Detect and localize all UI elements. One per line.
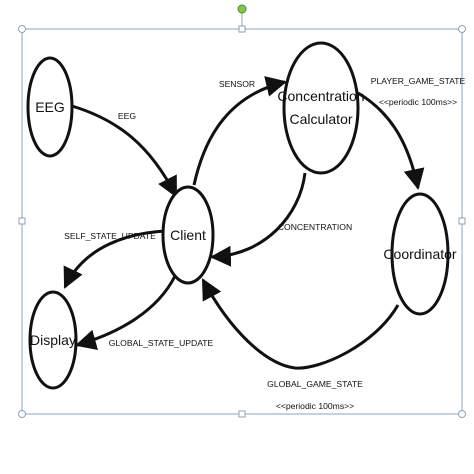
node-client[interactable] — [161, 185, 215, 285]
node-eeg-label: EEG — [35, 99, 65, 115]
edge-label-concentration: CONCENTRATION — [278, 222, 352, 232]
edge-client-to-calculator — [192, 76, 288, 186]
edge-label-player-game-state: PLAYER_GAME_STATE — [371, 76, 466, 86]
resize-handle-bottom-right[interactable] — [458, 410, 466, 418]
node-concentration-calculator[interactable] — [282, 41, 360, 175]
edge-calculator-to-client — [209, 172, 307, 267]
resize-handle-right[interactable] — [458, 217, 466, 225]
node-client-label: Client — [170, 227, 206, 243]
node-coordinator-label: Coordinator — [383, 246, 456, 262]
node-eeg[interactable] — [26, 56, 74, 158]
selection-frame[interactable] — [18, 4, 466, 418]
node-display[interactable] — [28, 290, 78, 390]
edge-client-to-display-self — [63, 229, 166, 289]
edge-calculator-to-coordinator — [357, 91, 425, 191]
edge-eeg-to-client — [71, 104, 178, 198]
edge-label-self-state-update: SELF_STATE_UPDATE — [64, 231, 156, 241]
edge-label-player-game-state-period: <<periodic 100ms>> — [379, 97, 457, 107]
resize-handle-top-left[interactable] — [18, 25, 26, 33]
edge-label-eeg: EEG — [118, 111, 136, 121]
resize-handle-bottom-left[interactable] — [18, 410, 26, 418]
resize-handle-top[interactable] — [238, 25, 246, 33]
edge-client-to-display-global — [74, 275, 177, 351]
edge-label-global-game-state: GLOBAL_GAME_STATE — [267, 379, 363, 389]
node-calculator-label-line1: Concentration — [277, 88, 364, 104]
edge-label-sensor: SENSOR — [219, 79, 255, 89]
edge-coordinator-to-client — [201, 278, 400, 370]
node-display-label: Display — [30, 332, 76, 348]
resize-handle-bottom[interactable] — [238, 410, 246, 418]
resize-handle-left[interactable] — [18, 217, 26, 225]
resize-handle-top-right[interactable] — [458, 25, 466, 33]
node-calculator-label-line2: Calculator — [289, 111, 352, 127]
edge-label-global-game-state-period: <<periodic 100ms>> — [276, 401, 354, 411]
rotate-handle[interactable] — [237, 4, 247, 14]
edge-label-global-state-update: GLOBAL_STATE_UPDATE — [109, 338, 214, 348]
node-coordinator[interactable] — [390, 192, 450, 316]
